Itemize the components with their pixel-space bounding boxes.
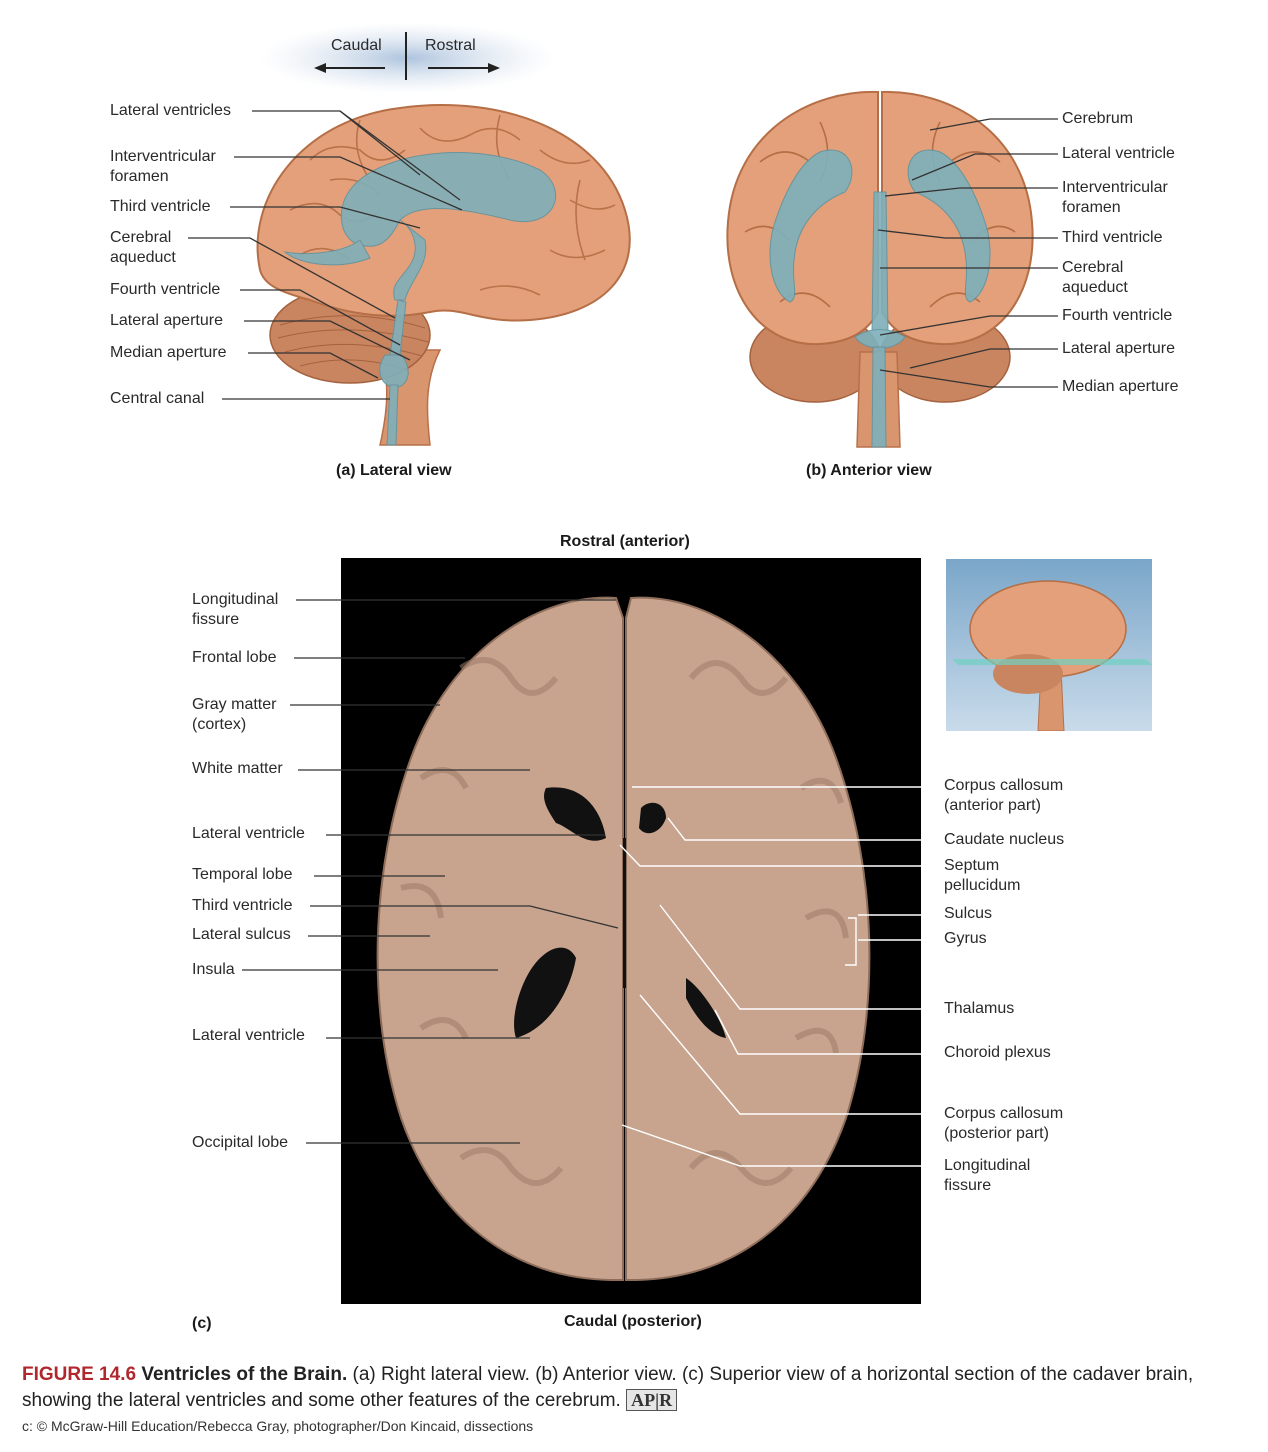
inset-illustration xyxy=(952,580,1152,732)
label-fourth-ventricle: Fourth ventricle xyxy=(110,281,221,298)
figure-number: FIGURE 14.6 xyxy=(22,1364,137,1385)
label-longitudinal-fissure-right: Longitudinal fissure xyxy=(944,1157,1031,1194)
label-frontal-lobe: Frontal lobe xyxy=(192,649,277,666)
label-lateral-aperture: Lateral aperture xyxy=(1062,340,1175,357)
lateral-ventricle-posterior-left xyxy=(514,947,576,1038)
label-central-canal: Central canal xyxy=(110,390,205,407)
label-cerebral-aqueduct: Cerebral aqueduct xyxy=(1062,259,1128,296)
lateral-ventricle-anterior-right xyxy=(639,802,666,834)
label-corpus-callosum-anterior: Corpus callosum (anterior part) xyxy=(944,777,1064,814)
label-median-aperture: Median aperture xyxy=(110,344,227,361)
panel-a-title: (a) Lateral view xyxy=(336,462,452,479)
inset-plane-thumbnail xyxy=(946,559,1152,732)
label-lateral-sulcus: Lateral sulcus xyxy=(192,926,291,943)
label-occipital-lobe: Occipital lobe xyxy=(192,1134,289,1151)
label-corpus-callosum-posterior: Corpus callosum (posterior part) xyxy=(944,1105,1064,1142)
label-septum-pellucidum: Septum pellucidum xyxy=(944,857,1021,894)
label-lateral-ventricle: Lateral ventricle xyxy=(1062,145,1175,162)
label-lateral-ventricles: Lateral ventricles xyxy=(110,102,231,119)
orientation-glow xyxy=(260,22,556,94)
anterior-brain-illustration xyxy=(726,90,1034,448)
label-gyrus: Gyrus xyxy=(944,930,987,947)
label-median-aperture: Median aperture xyxy=(1062,378,1179,395)
section-plane xyxy=(952,659,1152,665)
label-temporal-lobe: Temporal lobe xyxy=(192,866,293,883)
label-longitudinal-fissure-left: Longitudinal fissure xyxy=(192,591,279,628)
third-ventricle xyxy=(623,838,626,988)
label-third-ventricle: Third ventricle xyxy=(1062,229,1163,246)
lateral-brain-illustration xyxy=(256,104,631,446)
orientation-indicator xyxy=(260,22,556,94)
label-gray-matter: Gray matter (cortex) xyxy=(192,696,277,733)
label-lateral-ventricle-upper: Lateral ventricle xyxy=(192,825,305,842)
label-insula: Insula xyxy=(192,961,235,978)
label-caudate-nucleus: Caudate nucleus xyxy=(944,831,1065,848)
apr-badge: AP|R xyxy=(626,1389,678,1411)
panel-c-letter: (c) xyxy=(192,1315,212,1332)
label-third-ventricle: Third ventricle xyxy=(110,198,211,215)
figure-caption: FIGURE 14.6 Ventricles of the Brain. (a)… xyxy=(22,1362,1252,1414)
horizontal-section-photo xyxy=(341,558,921,1304)
label-interventricular-foramen: Interventricular foramen xyxy=(110,148,216,185)
rostral-label: Rostral xyxy=(425,37,476,54)
photo-credit: c: © McGraw-Hill Education/Rebecca Gray,… xyxy=(22,1418,534,1434)
label-sulcus: Sulcus xyxy=(944,905,993,922)
figure-caption-text: (a) Right lateral view. (b) Anterior vie… xyxy=(22,1364,1194,1411)
panel-b-title: (b) Anterior view xyxy=(806,462,932,479)
figure-title: Ventricles of the Brain. xyxy=(141,1364,348,1385)
lateral-ventricle-anterior-left xyxy=(544,787,606,841)
label-lateral-ventricle-lower: Lateral ventricle xyxy=(192,1027,305,1044)
label-lateral-aperture: Lateral aperture xyxy=(110,312,223,329)
label-interventricular-foramen: Interventricular foramen xyxy=(1062,179,1168,216)
label-thalamus: Thalamus xyxy=(944,1000,1015,1017)
caudal-posterior-label: Caudal (posterior) xyxy=(564,1313,702,1330)
caudal-label: Caudal xyxy=(331,37,382,54)
left-hemisphere-section xyxy=(376,596,624,1281)
rostral-anterior-label: Rostral (anterior) xyxy=(560,533,690,550)
label-cerebral-aqueduct: Cerebral aqueduct xyxy=(110,229,176,266)
label-choroid-plexus: Choroid plexus xyxy=(944,1044,1051,1061)
section-illustration xyxy=(376,596,871,1281)
label-cerebrum: Cerebrum xyxy=(1062,110,1134,127)
label-third-ventricle: Third ventricle xyxy=(192,897,293,914)
cerebrum xyxy=(256,104,631,322)
label-fourth-ventricle: Fourth ventricle xyxy=(1062,307,1173,324)
label-white-matter: White matter xyxy=(192,760,283,777)
